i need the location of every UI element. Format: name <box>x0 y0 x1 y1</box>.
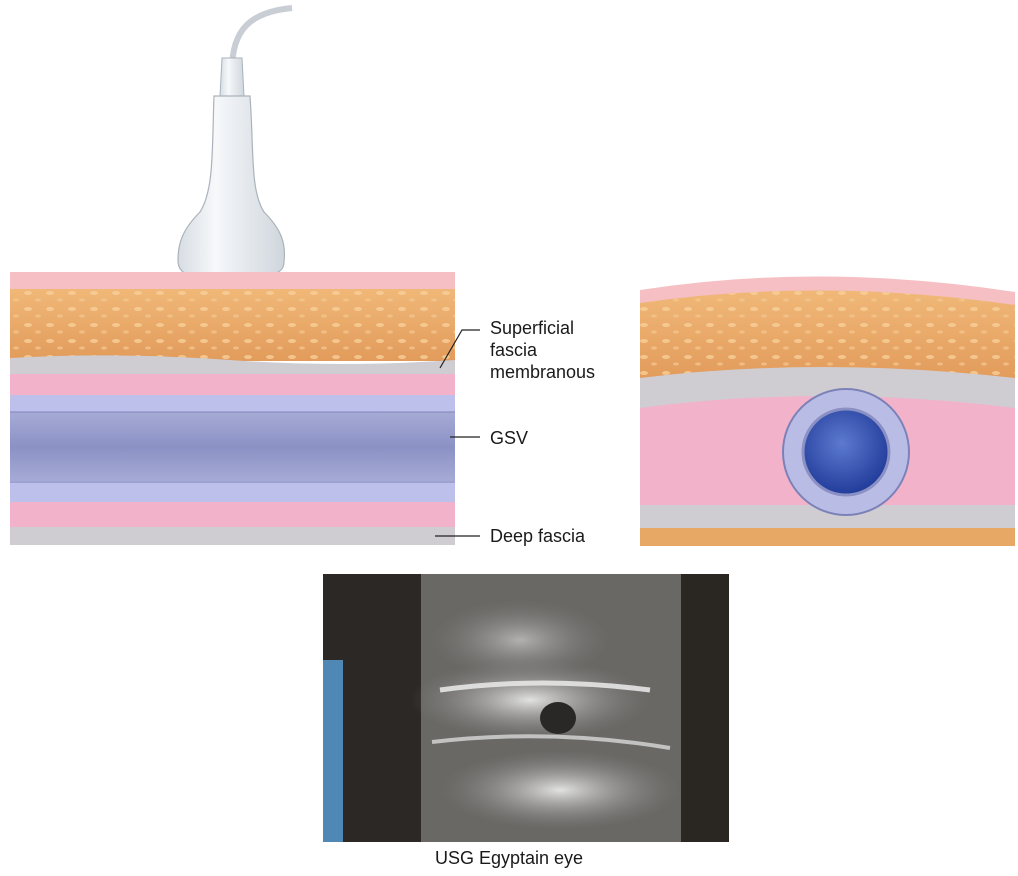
superficial-fascia-label-line3: membranous <box>490 362 595 383</box>
cross-section <box>640 276 1015 546</box>
deep-fascia-label: Deep fascia <box>490 526 585 547</box>
ultrasound-image <box>323 574 729 842</box>
gsv-label: GSV <box>490 428 528 449</box>
longitudinal-section <box>10 272 455 545</box>
superficial-fascia-label-line1: Superficial <box>490 318 574 339</box>
superficial-fascia-label-line2: fascia <box>490 340 537 361</box>
ultrasound-probe-icon <box>178 8 292 274</box>
figure-caption: USG Egyptain eye <box>0 848 1018 869</box>
